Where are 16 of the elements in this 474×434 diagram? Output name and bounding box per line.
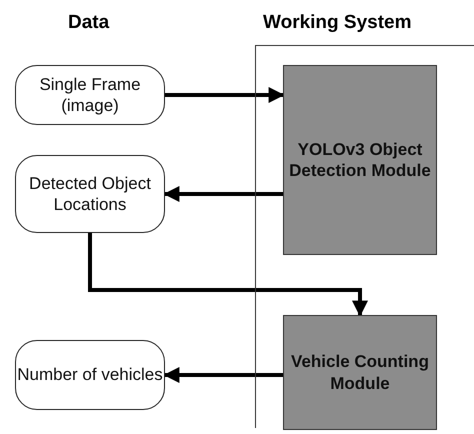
arrow [163, 367, 283, 383]
node-text: Single Frame (image) [38, 74, 142, 116]
panel-heading: Working System [263, 12, 412, 34]
node-text: Detected Object Locations [28, 172, 152, 216]
node-text: Number of vehicles [17, 364, 163, 386]
arrow [88, 233, 368, 317]
node-text: YOLOv3 Object Detection Module [288, 138, 432, 182]
module-box [283, 315, 437, 430]
module-box [283, 65, 437, 255]
data-box [15, 340, 165, 410]
data-box [15, 65, 165, 125]
column-heading: Data [68, 12, 110, 34]
arrow [163, 186, 283, 202]
node-text: Vehicle Counting Module [290, 351, 430, 394]
data-box [15, 155, 165, 233]
arrow [165, 87, 285, 103]
